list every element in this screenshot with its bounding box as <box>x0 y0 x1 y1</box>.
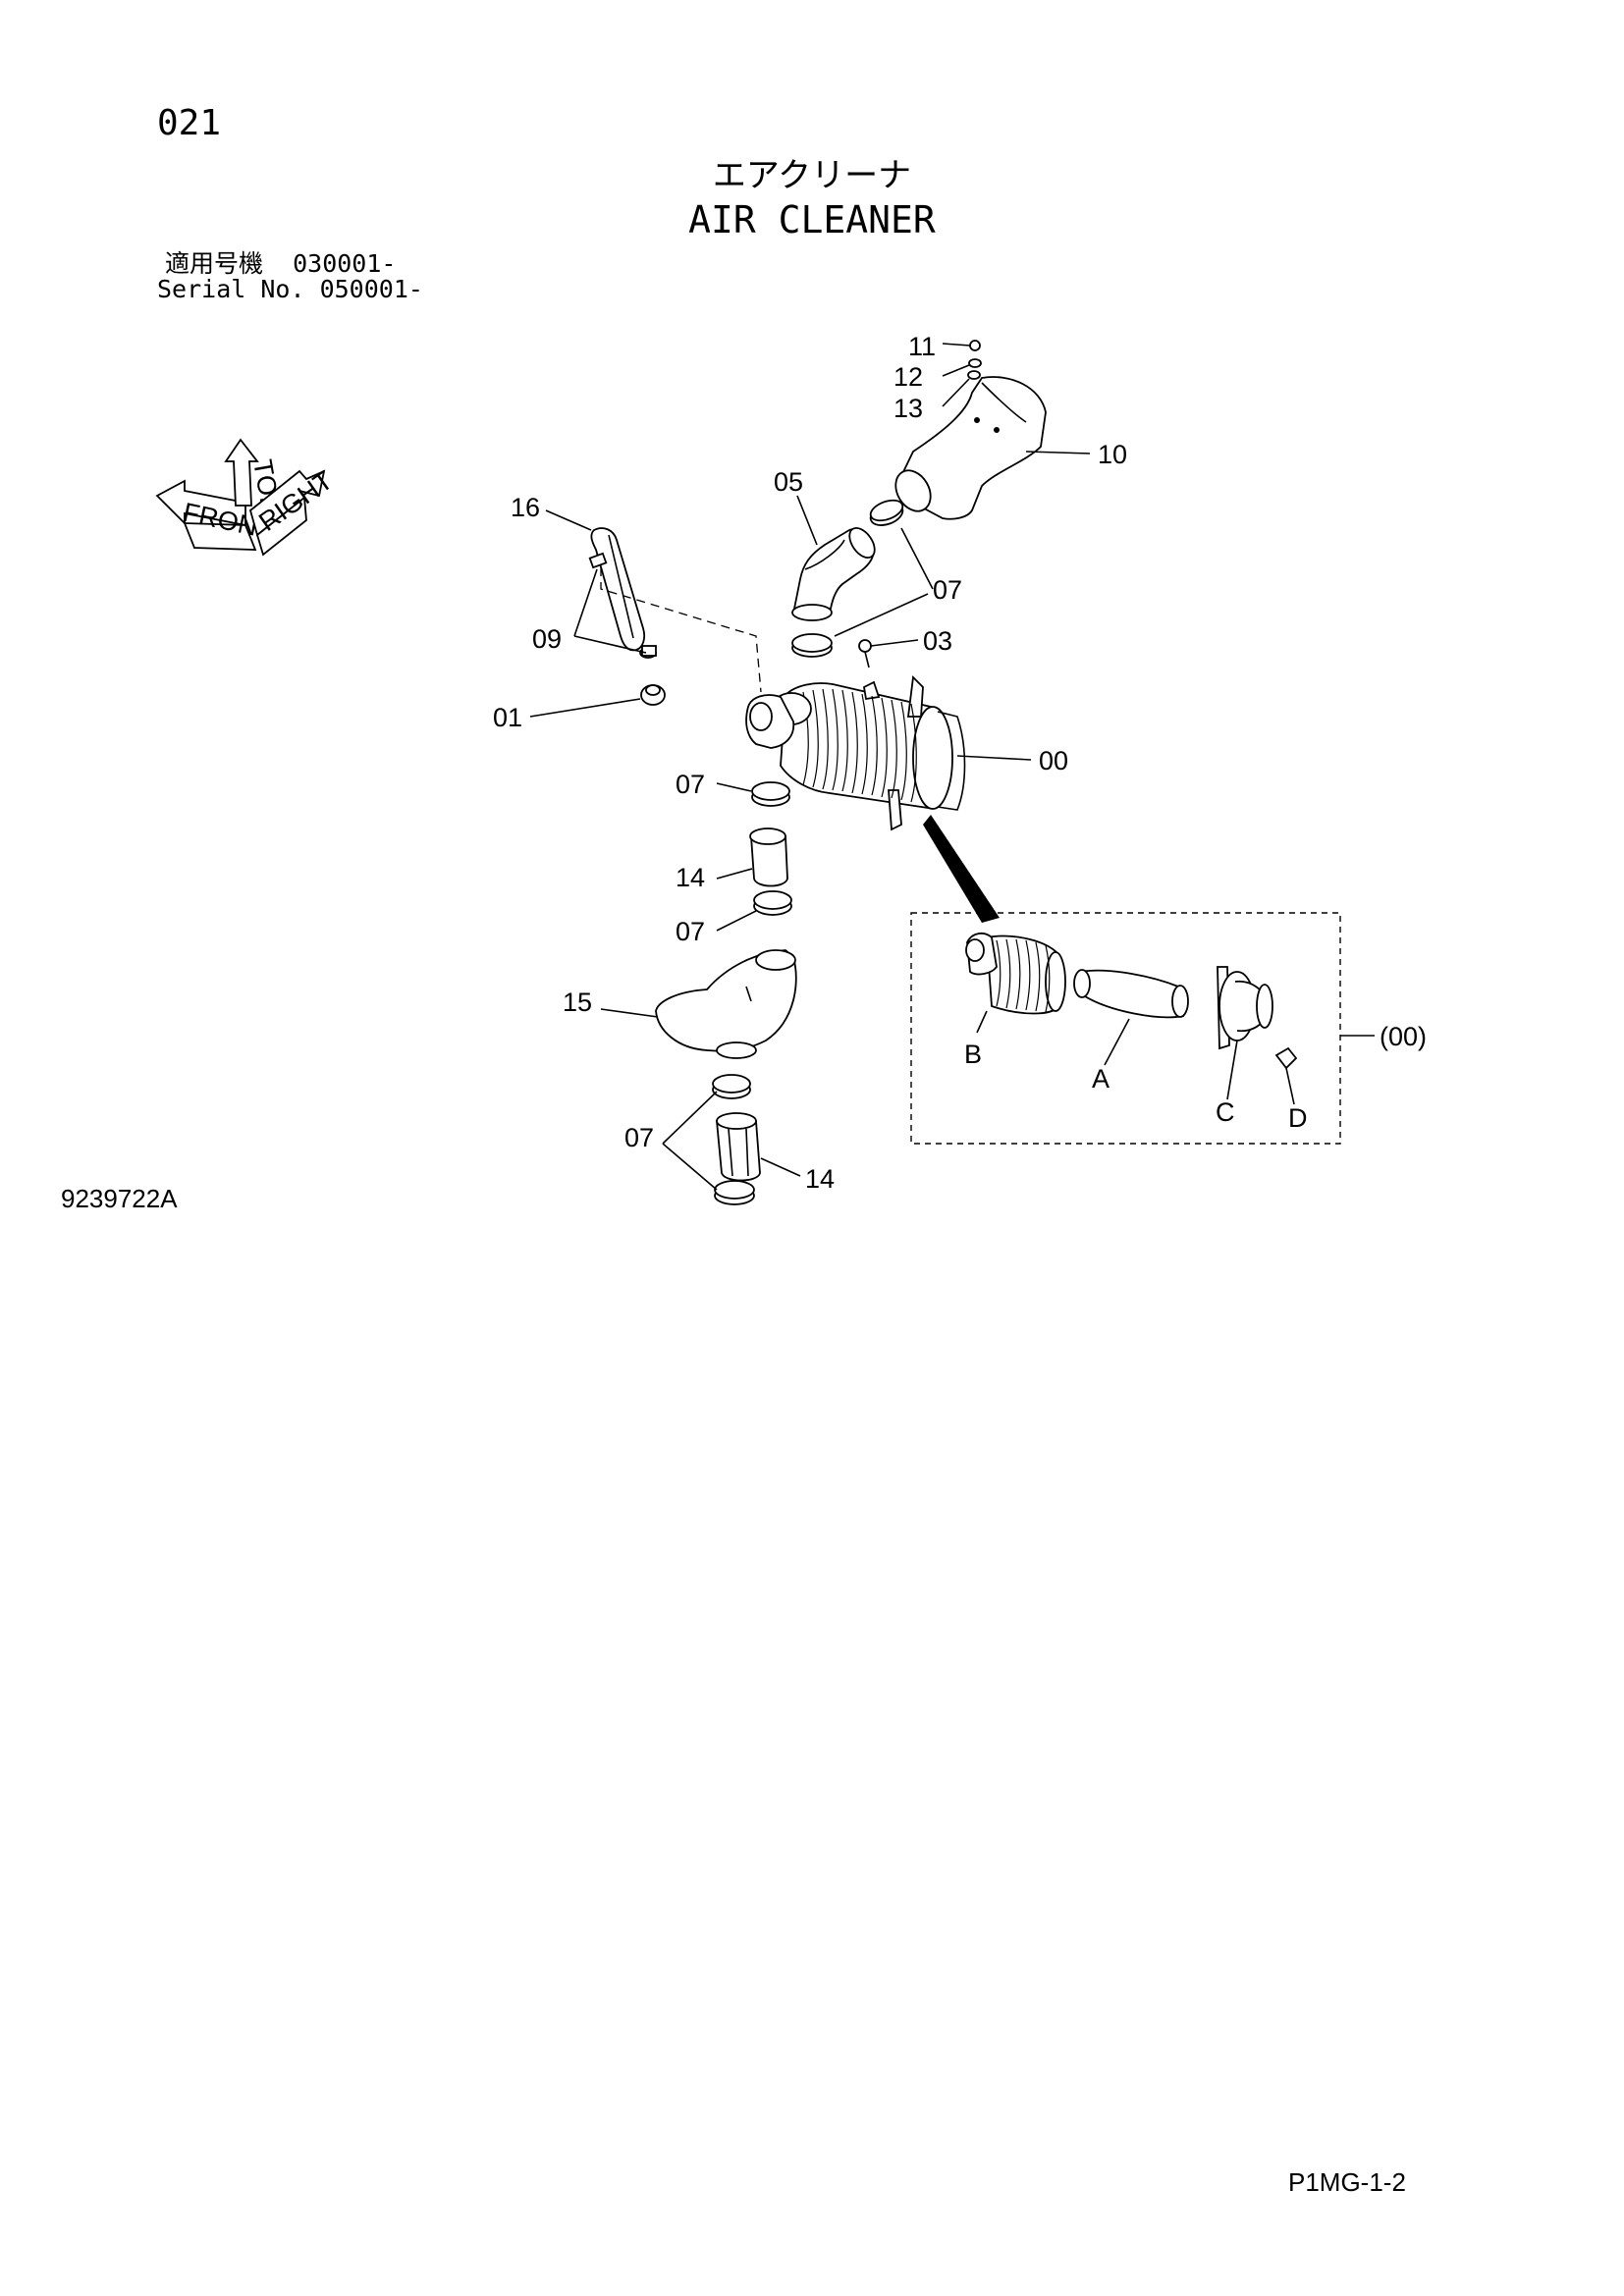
part-00-air-cleaner-assembly: 00 <box>745 675 1068 923</box>
part-07-clamp-bottom-pair: 07 <box>624 1074 755 1205</box>
part-07-clamp-upper-right <box>869 499 904 526</box>
serial-range-japanese: 適用号機 030001- <box>165 249 397 278</box>
part-05-elbow-hose: 05 <box>774 467 876 621</box>
callout-d: D <box>1288 1103 1308 1133</box>
part-a-filter-element: A <box>1073 969 1189 1094</box>
callout-10: 10 <box>1098 440 1127 469</box>
part-11-bolt: 11 <box>908 332 981 361</box>
part-07-clamp-callout-upper: 07 <box>834 527 962 637</box>
part-15-elbow-housing: 15 <box>563 949 797 1059</box>
title-japanese: エアクリーナ <box>712 156 912 195</box>
part-12-washer: 12 <box>893 358 982 392</box>
title-english: AIR CLEANER <box>688 198 936 241</box>
serial-range-english: Serial No. 050001- <box>157 275 423 303</box>
part-d-valve: D <box>1274 1046 1308 1133</box>
callout-07-middle: 07 <box>676 770 705 799</box>
front-arrow-icon: FRONT <box>155 479 276 551</box>
callout-b: B <box>964 1040 982 1069</box>
part-03-bolt: 03 <box>858 626 952 668</box>
part-14-hose-upper: 14 <box>676 828 788 892</box>
callout-09: 09 <box>532 624 562 654</box>
page-code: P1MG-1-2 <box>1288 2167 1406 2197</box>
part-09-clips: 09 <box>532 552 657 657</box>
callout-07-upper: 07 <box>933 575 962 605</box>
callout-00: 00 <box>1039 746 1068 775</box>
callout-c: C <box>1216 1097 1235 1127</box>
callout-07-bottom: 07 <box>624 1123 654 1152</box>
detail-inset-00: B A C D (00 <box>910 912 1427 1145</box>
callout-07-lower: 07 <box>676 917 705 946</box>
part-14-hose-lower: 14 <box>716 1112 835 1194</box>
callout-14-upper: 14 <box>676 863 705 892</box>
callout-03: 03 <box>923 626 952 656</box>
callout-14-lower: 14 <box>805 1164 835 1194</box>
part-07-clamp-below-elbow <box>791 633 833 658</box>
part-13-washer: 13 <box>893 370 981 423</box>
callout-05: 05 <box>774 467 803 497</box>
part-b-housing: B <box>964 932 1066 1069</box>
part-c-cover: C <box>1216 966 1273 1127</box>
callout-12: 12 <box>893 362 923 392</box>
callout-01: 01 <box>493 703 522 732</box>
callout-15: 15 <box>563 988 592 1017</box>
callout-11: 11 <box>908 332 936 361</box>
part-10-intake-duct: 10 <box>894 376 1127 520</box>
detail-view-pointer <box>923 815 1000 923</box>
orientation-indicator: FRONT TOP RIGHT <box>155 438 338 557</box>
drawing-number: 9239722A <box>61 1184 178 1213</box>
part-07-clamp-middle: 07 <box>676 770 790 807</box>
part-07-clamp-lower: 07 <box>676 890 792 946</box>
part-01-cap: 01 <box>493 684 666 732</box>
page-number: 021 <box>157 103 222 143</box>
assembly-reference-lines <box>600 567 762 693</box>
callout-16: 16 <box>511 493 540 522</box>
callout-13: 13 <box>893 394 923 423</box>
callout-sub-group: (00) <box>1380 1022 1427 1051</box>
callout-a: A <box>1092 1064 1110 1094</box>
detail-inset-frame <box>910 912 1341 1145</box>
